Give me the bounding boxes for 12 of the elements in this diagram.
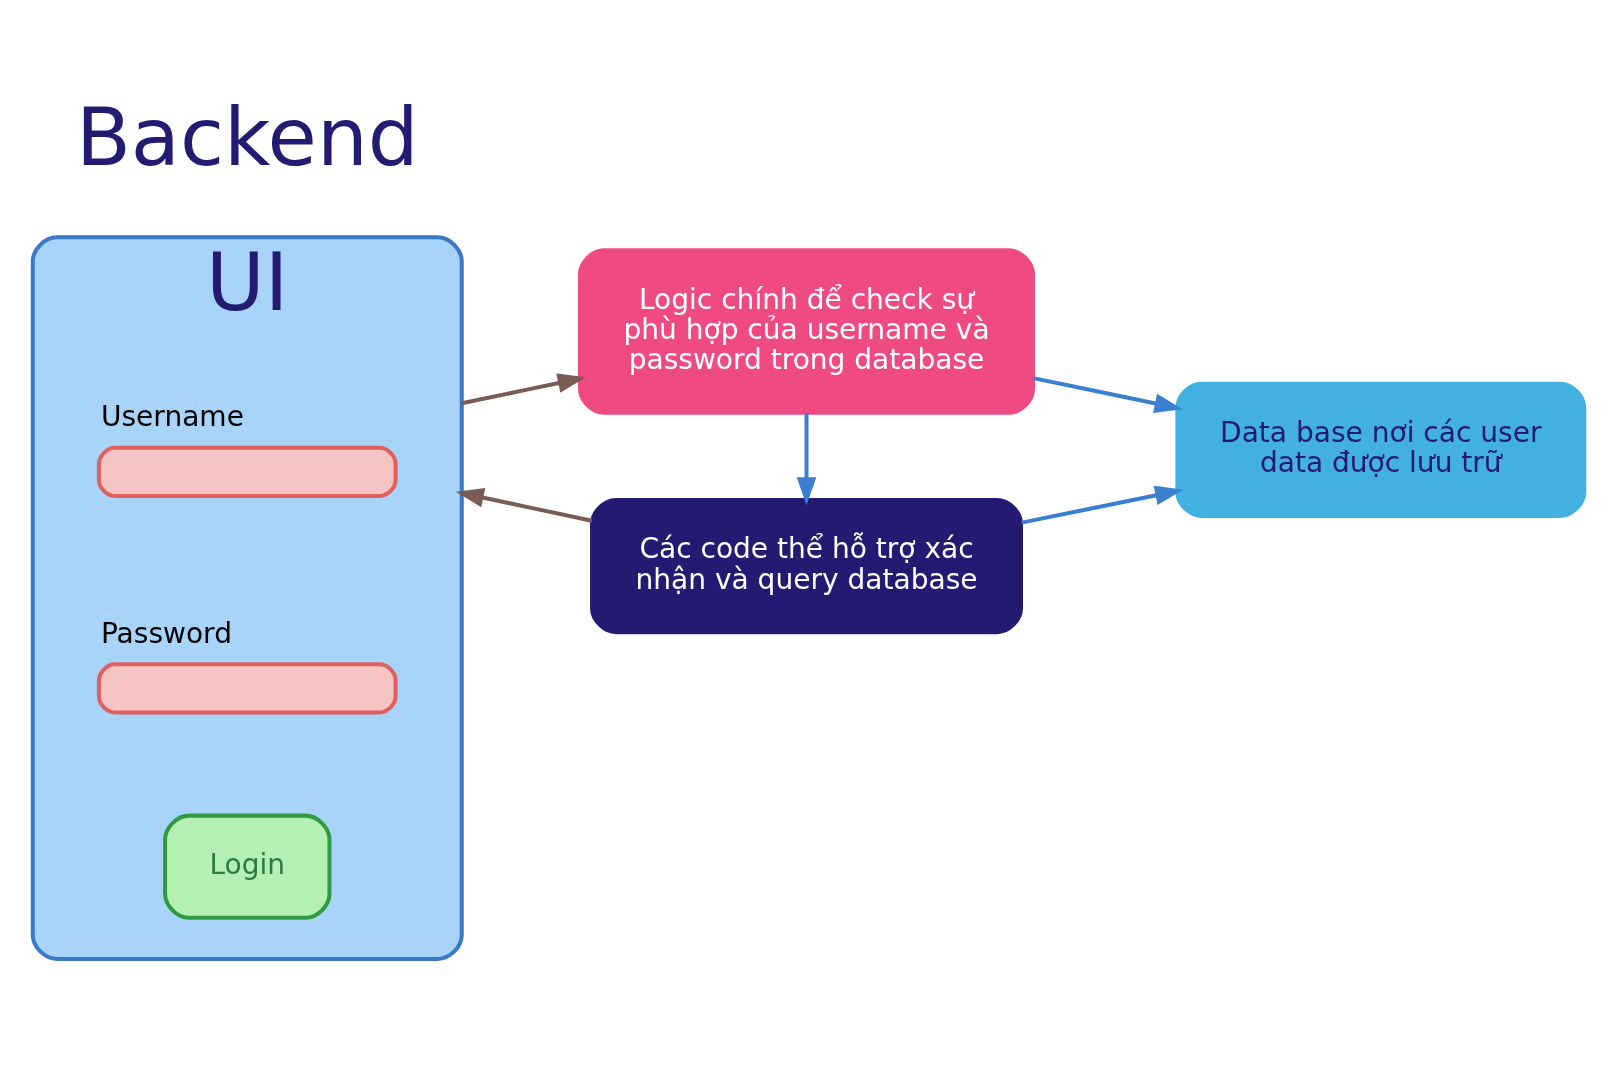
arrow: [1032, 375, 1183, 413]
node-label: Username: [100, 399, 244, 433]
node-label: Password: [100, 616, 232, 650]
node-box: Logic chính để check sự phù hợp của username và password trong database: [578, 247, 1036, 415]
node-box: Data base nơi các user data được lưu trữ: [1175, 381, 1587, 518]
node-box: Login: [163, 813, 332, 920]
arrow: [455, 487, 593, 523]
arrow: [461, 372, 586, 405]
label: Backend: [75, 90, 419, 184]
node-box: Các code thể hỗ trợ xác nhận và query database: [590, 497, 1023, 634]
arrow: [796, 412, 817, 505]
arrow: [1021, 485, 1184, 525]
